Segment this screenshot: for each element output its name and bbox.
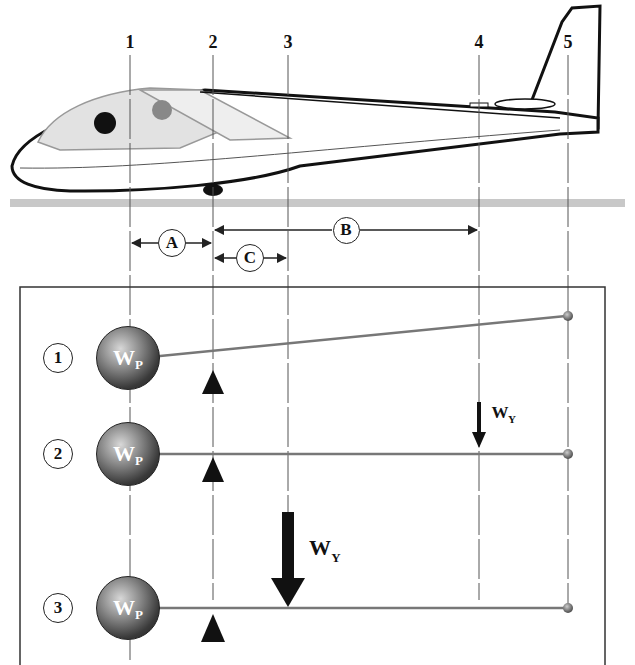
callout-circle: 1 — [43, 343, 73, 373]
station-number: 5 — [564, 33, 573, 51]
weight-ball: WP — [96, 576, 160, 640]
subscript-label: Y — [331, 551, 340, 564]
node-text: W — [113, 595, 135, 621]
node-text: C — [244, 248, 256, 268]
node-text: B — [340, 220, 351, 240]
weight-label: W — [309, 537, 331, 559]
node-text: 2 — [54, 444, 63, 464]
node-text: 3 — [54, 598, 63, 618]
callout-circle: A — [158, 229, 186, 257]
callout-circle: 3 — [43, 593, 73, 623]
node-text: A — [166, 233, 178, 253]
station-number: 4 — [475, 33, 484, 51]
station-number: 1 — [126, 33, 135, 51]
node-text: W — [113, 441, 135, 467]
weight-ball: WP — [96, 326, 160, 390]
node-text: W — [113, 345, 135, 371]
weight-ball: WP — [96, 422, 160, 486]
subscript-label: Y — [508, 414, 516, 425]
subscript: P — [135, 357, 143, 373]
station-number: 3 — [284, 33, 293, 51]
weight-label: W — [492, 404, 509, 421]
callout-circle: C — [236, 244, 264, 272]
callout-circle: B — [333, 217, 360, 244]
station-number: 2 — [209, 33, 218, 51]
node-text: 1 — [54, 348, 63, 368]
callout-circle: 2 — [43, 439, 73, 469]
subscript: P — [135, 607, 143, 623]
subscript: P — [135, 453, 143, 469]
